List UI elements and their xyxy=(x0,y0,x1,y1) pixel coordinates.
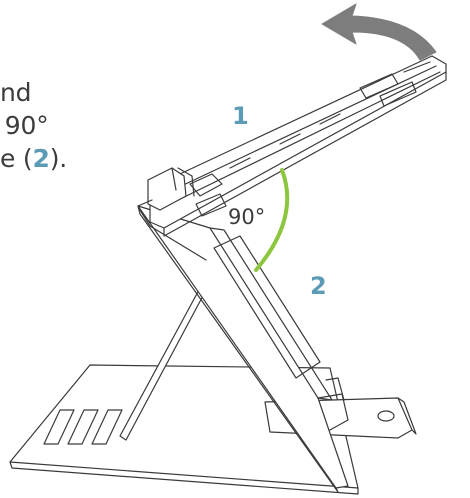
top-tray xyxy=(147,55,447,237)
step-label-2: 2 xyxy=(310,272,327,300)
instruction-line-3: e (2). xyxy=(0,144,67,173)
back-panel xyxy=(137,205,349,493)
instruction-text: nd 90° e (2). xyxy=(0,76,70,175)
instruction-line-2: 90° xyxy=(4,111,49,140)
instruction-line-1: nd xyxy=(0,78,32,107)
step-label-1: 1 xyxy=(232,102,249,130)
curved-arrow-icon xyxy=(321,3,437,61)
angle-arc xyxy=(254,168,290,272)
panel-upper-edge xyxy=(137,199,207,261)
angle-label: 90° xyxy=(228,205,265,229)
